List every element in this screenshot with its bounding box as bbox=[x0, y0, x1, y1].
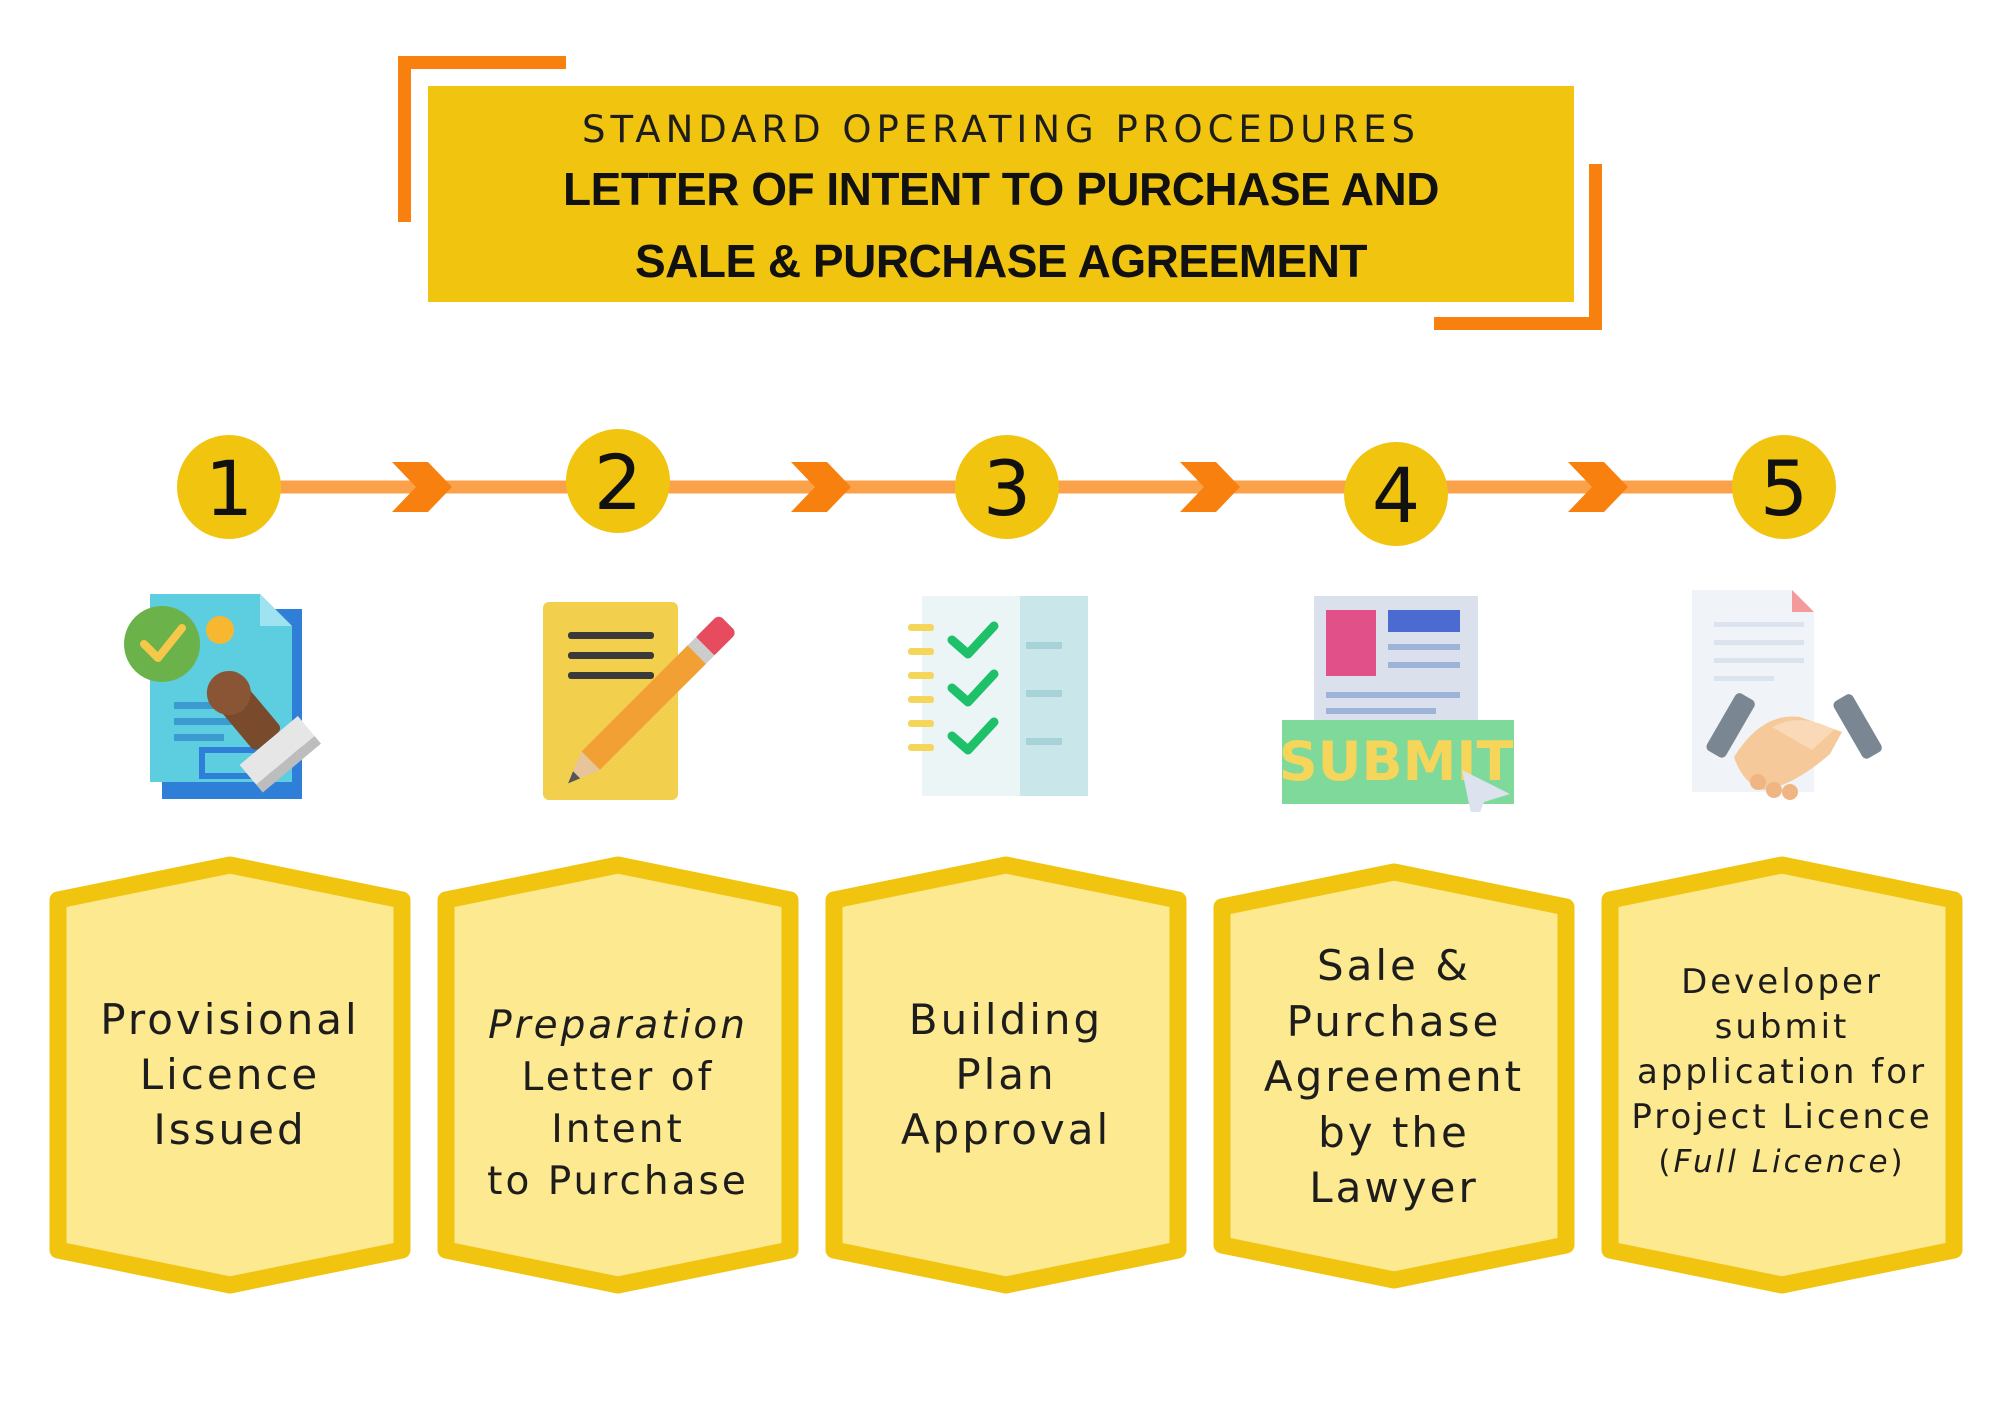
step-2-hexagon bbox=[437, 856, 799, 1294]
step-3-hexagon bbox=[825, 856, 1187, 1294]
step-1-circle: 1 bbox=[177, 435, 281, 539]
notepad-pencil-icon bbox=[543, 602, 735, 800]
handshake-contract-icon bbox=[1692, 590, 1882, 800]
arrow-chevron-icon bbox=[1568, 462, 1628, 512]
step-number: 4 bbox=[1372, 451, 1420, 540]
step-2-circle: 2 bbox=[566, 429, 670, 533]
submit-document-icon: SUBMIT bbox=[1279, 596, 1514, 812]
step-1-hexagon bbox=[49, 856, 411, 1294]
arrow-chevron-icon bbox=[392, 462, 452, 512]
stamped-document-icon bbox=[124, 594, 321, 799]
step-3-label: Building Plan Approval bbox=[900, 995, 1112, 1154]
title-line-2: SALE & PURCHASE AGREEMENT bbox=[634, 235, 1368, 287]
arrow-chevron-icon bbox=[791, 462, 851, 512]
arrow-chevron-icon bbox=[1180, 462, 1240, 512]
frame-corner-bottom-right bbox=[1434, 164, 1602, 330]
step-4-hexagon bbox=[1213, 863, 1575, 1289]
step-2-label: Preparation Letter of Intent to Purchase bbox=[487, 1003, 749, 1204]
step-5-circle: 5 bbox=[1732, 435, 1836, 539]
step-number: 1 bbox=[205, 444, 253, 533]
step-number: 5 bbox=[1760, 444, 1808, 533]
title-line-1: LETTER OF INTENT TO PURCHASE AND bbox=[563, 163, 1439, 215]
title-subtitle: STANDARD OPERATING PROCEDURES bbox=[582, 108, 1420, 151]
step-5-hexagon bbox=[1601, 856, 1963, 1294]
step-number: 3 bbox=[983, 444, 1031, 533]
step-1-label: Provisional Licence Issued bbox=[100, 995, 360, 1154]
checklist-icon bbox=[908, 596, 1088, 796]
title-box: STANDARD OPERATING PROCEDURES LETTER OF … bbox=[428, 86, 1574, 302]
step-3-circle: 3 bbox=[955, 435, 1059, 539]
step-4-label: Sale & Purchase Agreement by the Lawyer bbox=[1263, 941, 1525, 1212]
step-4-circle: 4 bbox=[1344, 442, 1448, 546]
frame-corner-top-left bbox=[398, 56, 566, 222]
step-number: 2 bbox=[594, 438, 642, 527]
step-5-label: Developer submit application for Project… bbox=[1631, 962, 1933, 1180]
title-banner: STANDARD OPERATING PROCEDURES LETTER OF … bbox=[398, 56, 1602, 330]
